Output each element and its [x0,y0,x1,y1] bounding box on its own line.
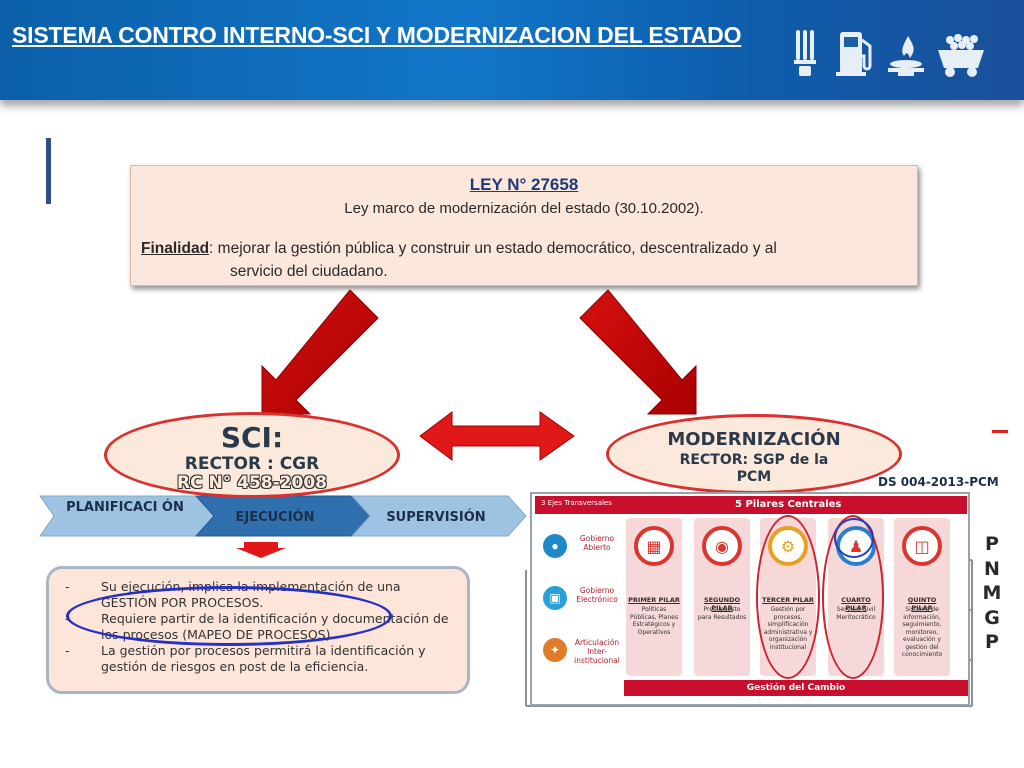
acronym-letter: G [984,606,1000,629]
slide-title: SISTEMA CONTRO INTERNO-SCI Y MODERNIZACI… [12,22,742,48]
axis-item: ● Gobierno Abierto [535,522,623,570]
modernizacion-rector-line2: PCM [736,469,772,485]
red-dash-mark [992,430,1008,433]
gas-flame-icon [888,36,924,76]
modernizacion-rector-line1: RECTOR: SGP de la [679,452,829,468]
pillar-title: QUINTO PILAR [907,596,937,612]
acronym-letter: P [985,631,999,653]
highlight-circle-cuarto-pilar [834,518,874,558]
side-accent-bar [46,138,51,204]
axis-item: ✦ Articulación Inter-institucional [535,626,623,674]
mining-cart-icon [938,34,984,77]
modernizacion-rector: RECTOR: SGP de la PCM [609,452,899,486]
modernizacion-oval: MODERNIZACIÓN RECTOR: SGP de la PCM [606,414,902,494]
highlight-oval-tercer-pilar [756,515,820,679]
acronym-letter: M [982,582,1002,604]
pillar-title: SEGUNDO PILAR [703,596,741,612]
monitor-icon: ▣ [543,586,567,610]
arrow-down-right-icon [579,289,697,415]
law-subtitle: Ley marco de modernización del estado (3… [344,200,704,217]
header-bar: SISTEMA CONTRO INTERNO-SCI Y MODERNIZACI… [0,0,1024,100]
pillar-5: ◫ QUINTO PILAR Sistema de información, s… [894,518,950,676]
modernizacion-title: MODERNIZACIÓN [667,429,841,450]
law-box: LEY N° 27658 Ley marco de modernización … [130,165,918,286]
decree-label: DS 004-2013-PCM [878,475,999,489]
pcm-footer-band: Gestión del Cambio [624,680,968,696]
double-arrow-icon [419,411,575,461]
acronym-letter: N [984,557,1000,580]
fuel-pump-icon [836,32,872,76]
purpose-text-line2: servicio del ciudadano. [230,263,388,280]
network-icon: ✦ [543,638,567,662]
pillar-2: ◉ SEGUNDO PILAR Presupuesto para Resulta… [694,518,750,676]
pillar-desc: Presupuesto para Resultados [697,606,747,621]
sci-title: SCI: [220,421,284,454]
law-title: LEY N° 27658 [469,175,579,194]
axis-item: ▣ Gobierno Electrónico [535,574,623,622]
header-icons [794,30,984,77]
people-icon: ● [543,534,567,558]
axis-label: Gobierno Electrónico [576,586,618,604]
law-purpose: Finalidad: mejorar la gestión pública y … [141,237,907,283]
highlight-oval-cuarto-pilar [822,515,884,679]
axis-label: Gobierno Abierto [579,534,615,552]
pillar-1: ▦ PRIMER PILAR Políticas Públicas, Plane… [626,518,682,676]
sci-rc: RC N° 458-2008 [177,473,327,493]
devices-icon: ◫ [902,526,942,566]
highlight-ellipse [66,586,392,646]
small-down-arrow-icon [236,542,286,558]
pnmgp-acronym: P N M G P [980,532,1004,655]
step-ejecucion: EJECUCIÓN [235,510,315,525]
purpose-text-line1: : mejorar la gestión pública y construir… [209,240,777,257]
axes-header: 3 Ejes Transversales [541,499,612,507]
transversal-axes: ● Gobierno Abierto ▣ Gobierno Electrónic… [535,518,623,676]
light-bulb-icon [794,30,816,76]
arrow-down-left-icon [261,289,379,415]
step-supervision: SUPERVISIÓN [386,510,486,525]
money-icon: ◉ [702,526,742,566]
axis-label: Articulación Inter-institucional [574,638,620,665]
pcm-header-band: 3 Ejes Transversales 5 Pilares Centrales [535,496,967,514]
sci-rector: RECTOR : CGR [184,454,320,474]
process-chevrons [39,495,527,537]
purpose-label: Finalidad [141,240,210,257]
execution-note: La gestión por procesos permitirá la ide… [61,643,455,675]
pillars-header: 5 Pilares Centrales [735,499,842,510]
pillar-desc: Políticas Públicas, Planes Estratégicos … [630,606,678,636]
step-planificacion: PLANIFICACI ÓN [66,500,184,515]
books-icon: ▦ [634,526,674,566]
pillar-desc: Sistema de información, seguimiento, mon… [901,606,943,658]
acronym-letter: P [985,533,999,555]
sci-oval: SCI: RECTOR : CGR RC N° 458-2008 [104,412,400,498]
pillar-title: PRIMER PILAR [628,596,680,604]
